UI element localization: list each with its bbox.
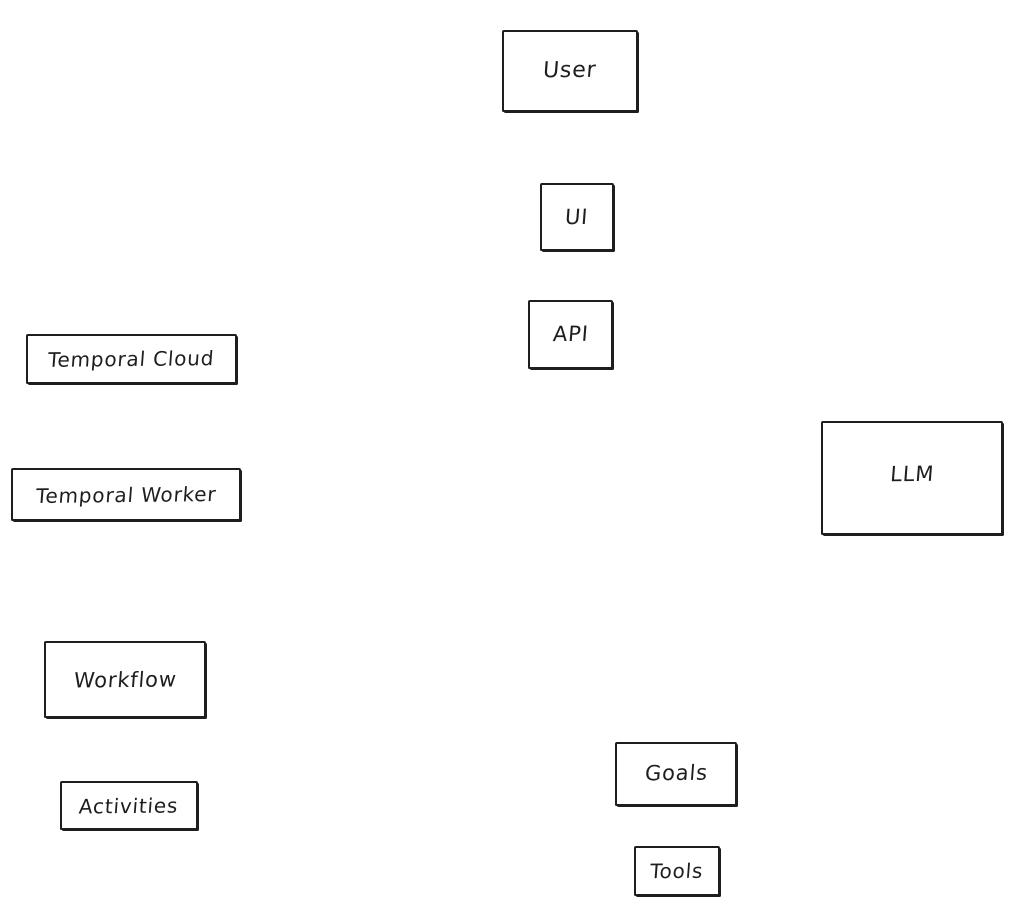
node-label-temporal-worker: Temporal Worker (34, 481, 218, 508)
diagram-node-workflow[interactable]: Workflow (44, 641, 206, 718)
diagram-node-temporal-cloud[interactable]: Temporal Cloud (26, 334, 237, 384)
diagram-node-tools[interactable]: Tools (634, 846, 720, 896)
node-label-tools: Tools (649, 858, 705, 884)
diagram-node-goals[interactable]: Goals (615, 742, 737, 806)
diagram-node-temporal-worker[interactable]: Temporal Worker (11, 468, 241, 521)
diagram-node-api[interactable]: API (528, 300, 613, 369)
diagram-node-llm[interactable]: LLM (821, 421, 1003, 535)
node-label-temporal-cloud: Temporal Cloud (47, 346, 216, 372)
clipped-title-fragment: · · · · · · · · · · · · · (262, 0, 752, 3)
diagram-node-ui[interactable]: UI (540, 183, 614, 251)
node-label-goals: Goals (643, 760, 709, 785)
diagram-node-user[interactable]: User (502, 30, 638, 112)
node-label-ui: UI (564, 204, 590, 229)
diagram-node-activities[interactable]: Activities (60, 781, 198, 830)
node-label-workflow: Workflow (72, 667, 178, 693)
node-label-llm: LLM (889, 461, 936, 486)
node-label-activities: Activities (78, 792, 180, 819)
node-label-user: User (542, 57, 598, 84)
node-label-api: API (551, 321, 590, 347)
